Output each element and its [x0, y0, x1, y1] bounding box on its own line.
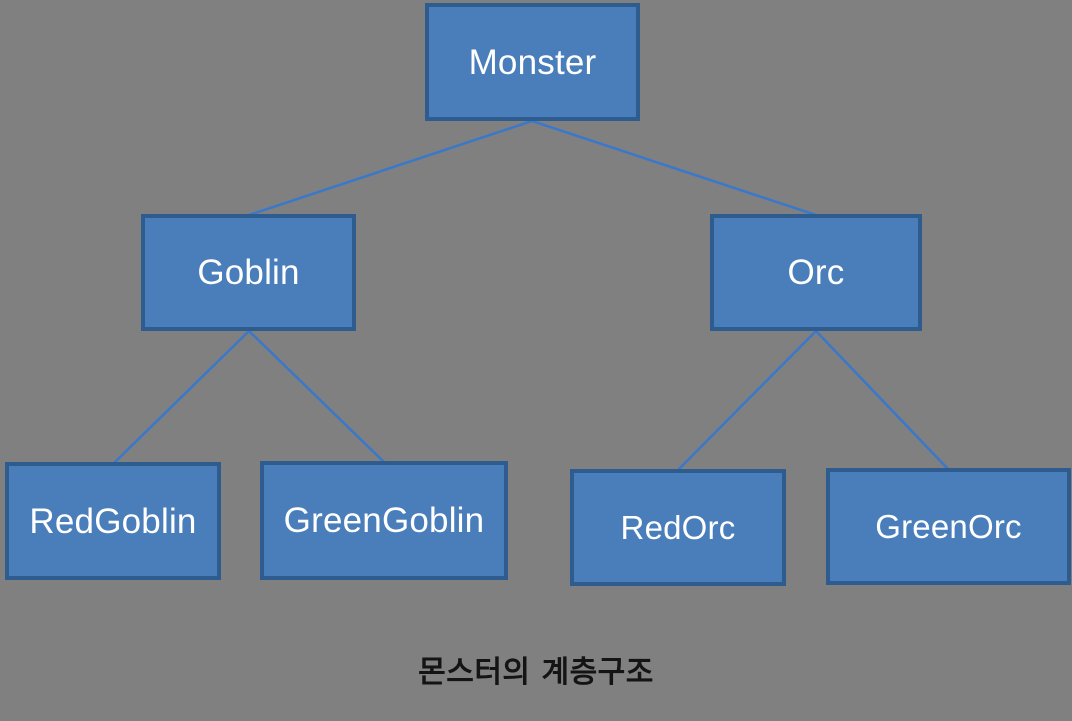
- edge-monster-goblin: [247, 119, 534, 217]
- edge-monster-orc: [530, 119, 818, 217]
- node-greenorc[interactable]: GreenOrc: [826, 468, 1071, 585]
- node-monster[interactable]: Monster: [425, 3, 640, 121]
- edge-orc-redorc: [676, 329, 818, 472]
- node-greengoblin[interactable]: GreenGoblin: [260, 461, 508, 580]
- node-redorc-label: RedOrc: [620, 509, 736, 546]
- node-monster-label: Monster: [468, 42, 597, 82]
- node-goblin-label: Goblin: [197, 253, 300, 292]
- node-redgoblin-label: RedGoblin: [29, 501, 197, 541]
- node-redorc[interactable]: RedOrc: [570, 469, 786, 586]
- edge-orc-greenorc: [814, 329, 950, 471]
- edge-goblin-redgoblin: [112, 329, 251, 465]
- node-goblin[interactable]: Goblin: [141, 214, 356, 331]
- edge-goblin-greengoblin: [247, 329, 386, 464]
- diagram-caption: 몬스터의 계층구조: [418, 655, 654, 690]
- node-greenorc-label: GreenOrc: [875, 508, 1022, 545]
- node-orc-label: Orc: [787, 253, 845, 292]
- node-greengoblin-label: GreenGoblin: [283, 501, 485, 540]
- node-orc[interactable]: Orc: [710, 214, 922, 331]
- node-redgoblin[interactable]: RedGoblin: [5, 462, 221, 580]
